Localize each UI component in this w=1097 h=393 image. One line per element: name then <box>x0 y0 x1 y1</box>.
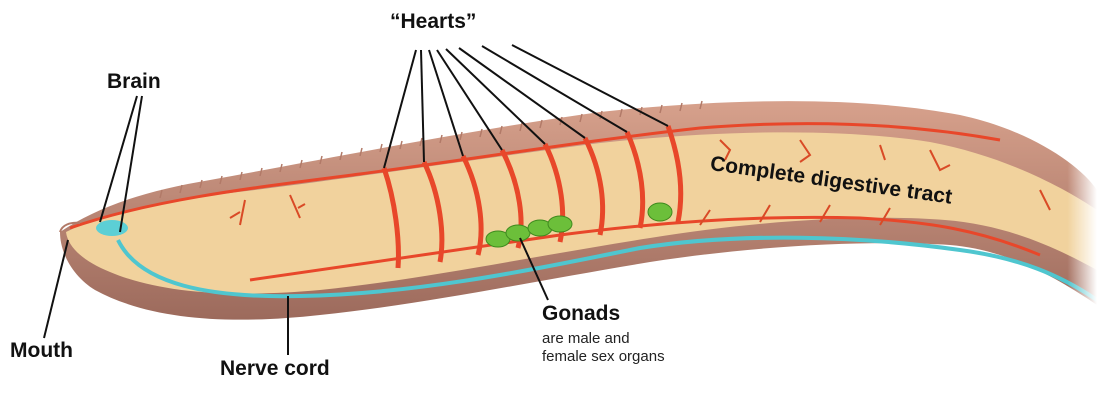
gonads-desc-line1: are male and <box>542 330 630 348</box>
mouth-label: Mouth <box>10 339 73 363</box>
brain <box>96 220 128 236</box>
brain-label: Brain <box>107 70 161 94</box>
gonads-label: Gonads <box>542 302 620 326</box>
hearts-label: “Hearts” <box>390 10 476 34</box>
nerve-cord-label: Nerve cord <box>220 357 330 381</box>
gonads-desc-line2: female sex organs <box>542 348 665 366</box>
